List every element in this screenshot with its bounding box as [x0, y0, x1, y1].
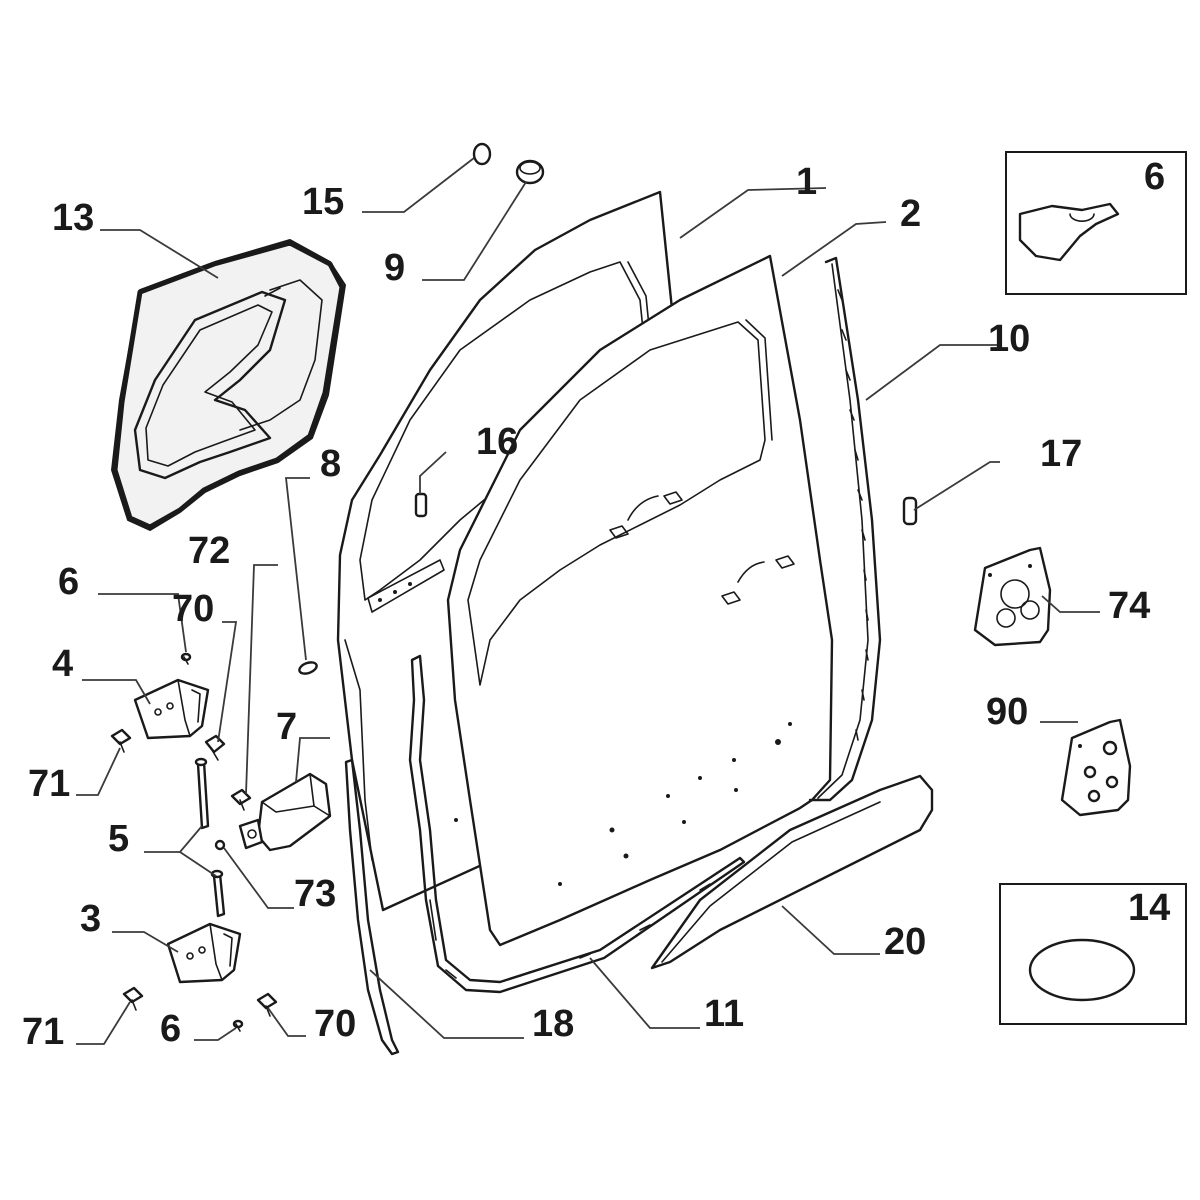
part-20-lower-trim-moulding: [650, 774, 934, 970]
callout-72: 72: [188, 530, 230, 572]
inset-part-14-seal-oval: [999, 883, 1187, 1025]
callout-16: 16: [476, 421, 518, 463]
part-17-clip: [902, 496, 918, 526]
part-2-door-inner-panel: [446, 254, 834, 947]
callout-8: 8: [320, 443, 341, 485]
part-72-bolt: [230, 788, 252, 811]
part-7-door-check-actuator: [238, 772, 332, 852]
part-16-clip: [414, 492, 428, 518]
callout-73: 73: [294, 873, 336, 915]
part-11-door-seal: [408, 654, 746, 994]
part-3-lower-hinge: [166, 922, 242, 984]
part-5-hinge-pins: [194, 757, 226, 918]
callout-6-inset: 6: [1144, 156, 1165, 198]
callout-14: 14: [1128, 887, 1170, 929]
part-8-pin: [298, 661, 318, 675]
callout-74: 74: [1108, 585, 1150, 627]
callout-11: 11: [704, 993, 744, 1035]
part-73-nut: [214, 839, 226, 851]
callout-20: 20: [884, 921, 926, 963]
part-74-bracket: [973, 546, 1052, 647]
callout-6-upper: 6: [58, 561, 79, 603]
part-15-round-plug: [472, 142, 492, 166]
callout-70-upper: 70: [172, 588, 214, 630]
callout-71-lower: 71: [22, 1011, 64, 1053]
callout-1: 1: [796, 161, 817, 203]
part-9-plug: [515, 159, 545, 185]
part-18-seal-strip: [344, 758, 400, 1056]
part-6-lower-screw: [232, 1019, 244, 1032]
part-13-door-membrane: [111, 239, 346, 531]
callout-71-upper: 71: [28, 763, 70, 805]
callout-13: 13: [52, 197, 94, 239]
inset-part-6-clip: [1005, 151, 1187, 295]
part-10-weatherstrip: [808, 256, 882, 802]
part-4-upper-hinge: [133, 678, 210, 740]
leader-lines: [76, 157, 1100, 1045]
callout-90: 90: [986, 691, 1028, 733]
callout-4: 4: [52, 643, 73, 685]
part-90-bracket: [1060, 718, 1132, 817]
callout-2: 2: [900, 193, 921, 235]
callout-labels: 1 2 6 15 13 9 10 16 17 8 72 6 74 70 4 90…: [22, 156, 1170, 1053]
part-6-upper-screw: [180, 652, 192, 665]
part-71-lower-bolt: [122, 986, 144, 1011]
part-71-upper-bolt: [110, 728, 132, 753]
callout-10: 10: [988, 318, 1030, 360]
callout-15: 15: [302, 181, 344, 223]
callout-5: 5: [108, 818, 129, 860]
callout-7: 7: [276, 706, 297, 748]
part-70-upper-bolt: [204, 734, 226, 761]
callout-3: 3: [80, 898, 101, 940]
callout-70-lower: 70: [314, 1003, 356, 1045]
callout-9: 9: [384, 247, 405, 289]
part-70-lower-bolt: [256, 992, 278, 1017]
callout-17: 17: [1040, 433, 1082, 475]
callout-18: 18: [532, 1003, 574, 1045]
callout-6-lower: 6: [160, 1008, 181, 1050]
